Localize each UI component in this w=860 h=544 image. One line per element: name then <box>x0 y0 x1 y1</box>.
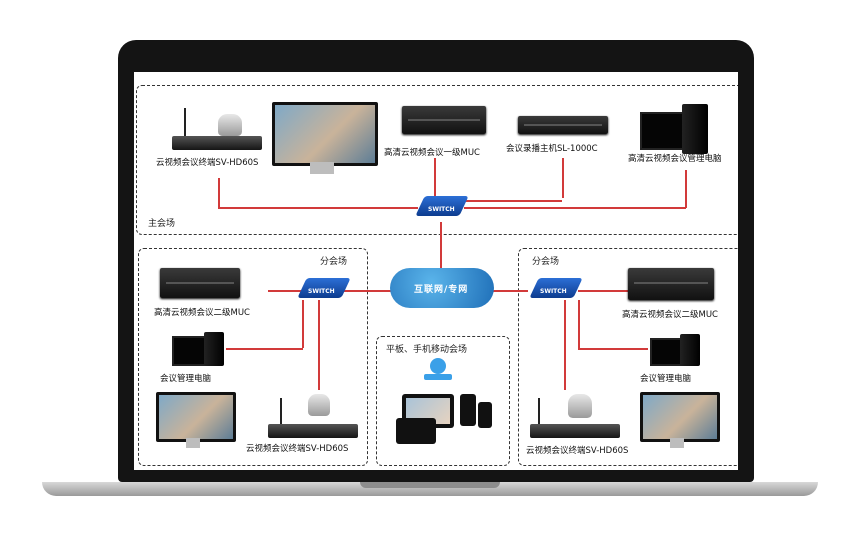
main-pc-tower <box>682 104 708 154</box>
link-right-pc <box>578 348 648 350</box>
right-switch-text: SWITCH <box>540 288 567 295</box>
right-camera <box>568 394 592 418</box>
left-muc-device <box>160 268 240 298</box>
left-pc-monitor <box>172 336 208 366</box>
right-pc-monitor <box>650 338 684 366</box>
mobile-zone-label: 平板、手机移动会场 <box>386 345 468 355</box>
left-branch-label: 分会场 <box>320 257 348 267</box>
main-muc-label: 高清云视频会议一级MUC <box>384 148 480 158</box>
main-pc-label: 高清云视频会议管理电脑 <box>628 154 722 164</box>
link-left-pc-v <box>302 300 304 348</box>
router-icon <box>424 374 452 380</box>
right-branch-zone <box>518 248 738 466</box>
laptop-notch <box>360 482 500 488</box>
main-venue-label: 主会场 <box>148 219 176 229</box>
main-muc-device <box>402 106 486 134</box>
cloud-icon <box>390 268 494 308</box>
link-main-right <box>464 207 686 209</box>
link-right-terminal <box>564 300 566 390</box>
laptop-base <box>42 482 818 496</box>
left-switch-text: SWITCH <box>308 288 335 295</box>
main-camera <box>218 114 242 136</box>
wifi-icon <box>430 358 446 374</box>
left-muc-label: 高清云视频会议二级MUC <box>154 308 250 318</box>
right-branch-label: 分会场 <box>532 257 560 267</box>
left-branch-zone <box>138 248 368 466</box>
link-left-muc <box>268 290 308 292</box>
left-pc-tower <box>204 332 224 366</box>
right-monitor-stand <box>670 438 684 448</box>
link-right-pc-v <box>578 300 580 348</box>
link-switch-cloud <box>440 222 442 286</box>
main-mic <box>184 108 186 136</box>
left-terminal-device <box>268 424 358 438</box>
left-monitor <box>156 392 236 442</box>
left-terminal-label: 云视频会议终端SV-HD60S <box>246 444 349 454</box>
link-left-terminal <box>318 300 320 390</box>
link-right-muc <box>578 290 628 292</box>
right-muc-label: 高清云视频会议二级MUC <box>622 310 718 320</box>
mobile-zone <box>376 336 510 466</box>
main-switch-text: SWITCH <box>428 206 455 213</box>
main-pc-monitor <box>640 112 684 150</box>
phone-small-icon <box>478 402 492 428</box>
main-monitor-stand <box>310 162 334 174</box>
left-pc-label: 会议管理电脑 <box>160 374 212 384</box>
right-mic <box>538 398 540 424</box>
right-pc-tower <box>680 334 700 366</box>
left-mic <box>280 398 282 424</box>
recorder-device <box>518 116 608 134</box>
link-right-cloud <box>484 290 528 292</box>
right-monitor <box>640 392 720 442</box>
right-terminal-device <box>530 424 620 438</box>
recorder-label: 会议录播主机SL-1000C <box>506 144 598 154</box>
main-monitor <box>272 102 378 166</box>
main-terminal-device <box>172 136 262 150</box>
right-muc-device <box>628 268 714 300</box>
right-terminal-label: 云视频会议终端SV-HD60S <box>526 446 629 456</box>
link-recorder-h <box>439 200 562 202</box>
main-venue-zone <box>136 85 738 235</box>
link-main-muc <box>434 158 436 198</box>
phone-icon <box>460 394 476 426</box>
right-pc-label: 会议管理电脑 <box>640 374 692 384</box>
link-main-left <box>218 207 418 209</box>
link-terminal <box>218 178 220 208</box>
left-camera <box>308 394 330 416</box>
tablet-small-icon <box>396 418 436 444</box>
left-monitor-stand <box>186 438 200 448</box>
main-terminal-label: 云视频会议终端SV-HD60S <box>156 158 259 168</box>
link-left-pc <box>226 348 303 350</box>
cloud-label: 互联网/专网 <box>414 285 469 295</box>
link-recorder <box>562 158 564 198</box>
link-left-cloud <box>342 290 402 292</box>
diagram-canvas: 主会场 分会场 分会场 平板、手机移动会场 云视频会议终端SV-HD60S 高清… <box>134 72 738 470</box>
link-main-pc <box>685 170 687 208</box>
